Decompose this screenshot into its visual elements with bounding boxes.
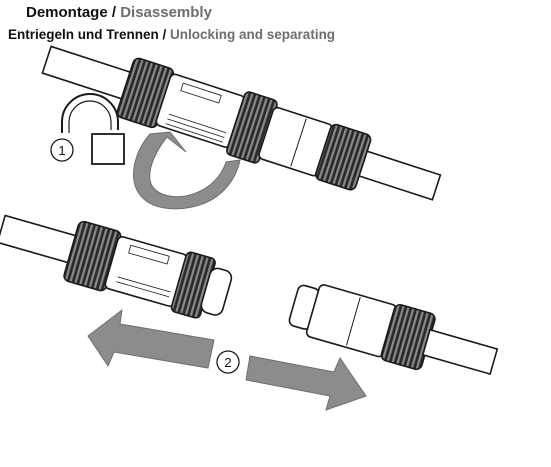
page-title: Demontage / Disassembly xyxy=(26,4,212,21)
cable-right-2 xyxy=(421,328,499,376)
title-english: Disassembly xyxy=(120,4,212,21)
subtitle-english: Unlocking and separating xyxy=(170,27,336,42)
cable-left-2 xyxy=(0,214,82,265)
cable-right xyxy=(355,149,442,201)
step-2-marker: 2 xyxy=(216,350,240,374)
title-separator: / xyxy=(107,4,121,21)
pull-left-arrow-icon xyxy=(87,308,215,369)
subtitle-separator: / xyxy=(158,27,171,42)
rotate-arrow-icon xyxy=(133,131,241,210)
step-1-number: 1 xyxy=(58,143,65,158)
subtitle-german: Entriegeln und Trennen xyxy=(8,27,159,42)
pull-right-arrow-icon xyxy=(245,355,367,411)
open-padlock-icon xyxy=(61,93,125,165)
assembled-connector xyxy=(41,45,442,201)
left-connector-half xyxy=(0,214,233,319)
title-german: Demontage xyxy=(26,4,108,21)
right-connector-half xyxy=(288,284,499,376)
right-cable-nut xyxy=(315,123,372,191)
page-subtitle: Entriegeln und Trennen / Unlocking and s… xyxy=(8,27,335,42)
step-2-number: 2 xyxy=(224,355,231,370)
step-1-marker: 1 xyxy=(50,138,74,162)
